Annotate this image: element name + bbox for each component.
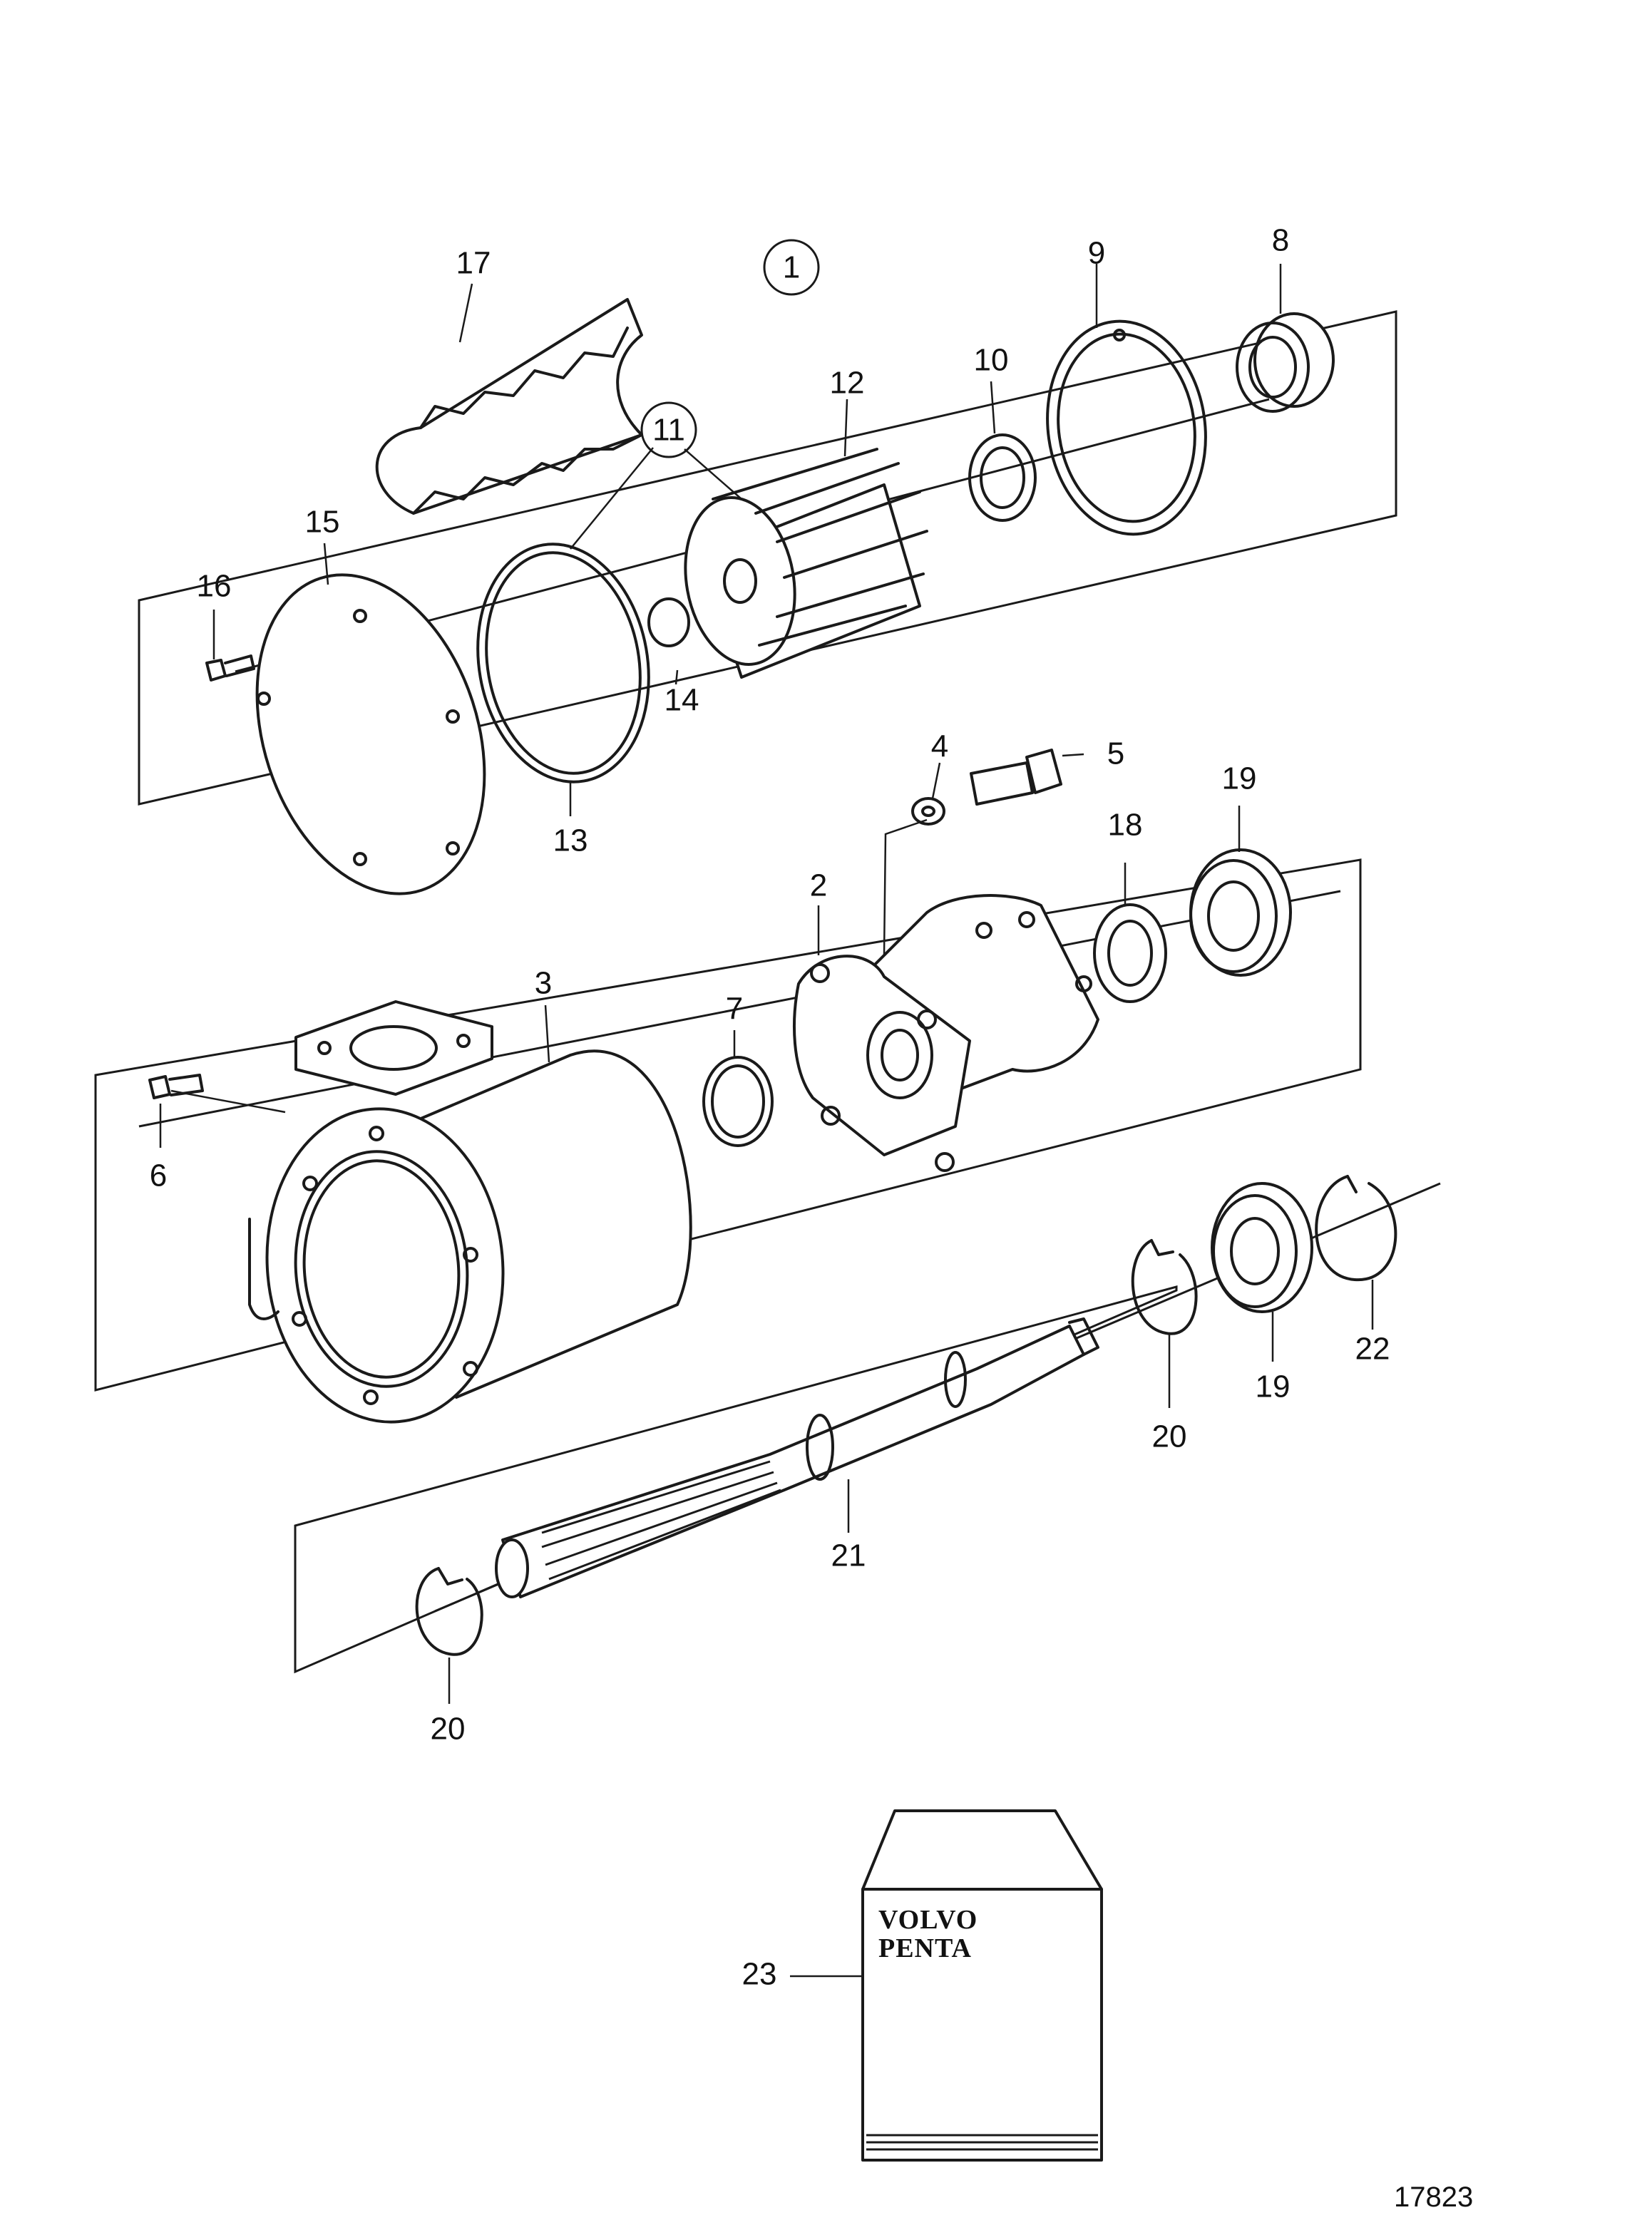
callout-17: 17 [456, 246, 491, 281]
frame-upper [138, 310, 1397, 806]
callout-3: 3 [535, 966, 552, 1001]
callout-9: 9 [1088, 236, 1105, 271]
callout-20-upper: 20 [1152, 1419, 1187, 1454]
part-9-gasket [1046, 319, 1207, 536]
callout-14: 14 [665, 683, 699, 718]
callout-23: 23 [742, 1957, 777, 1992]
part-3-pump-housing [248, 1000, 692, 1424]
part-14-plug [647, 597, 690, 647]
part-12-impeller [684, 448, 928, 679]
callout-11: 11 [652, 413, 685, 448]
part-23-kit-package: VOLVO PENTA [861, 1809, 1103, 2162]
callout-5: 5 [1107, 736, 1124, 771]
callout-6: 6 [150, 1158, 167, 1193]
callout-19-lower: 19 [1256, 1369, 1291, 1404]
part-10-ring [968, 433, 1037, 522]
part-19-bearing-upper [1189, 848, 1292, 977]
callout-16: 16 [197, 569, 232, 604]
part-16-screw [205, 654, 255, 682]
part-15-cover-plate [255, 573, 486, 895]
part-19-bearing-lower [1211, 1182, 1313, 1313]
logo-penta: PENTA [878, 1933, 972, 1963]
part-5-bolt [970, 749, 1062, 806]
callout-labels: 1 17 9 8 10 12 11 15 16 14 13 4 5 19 18 … [150, 223, 1390, 1992]
part-17-cover-shell [375, 298, 643, 515]
callout-1: 1 [783, 250, 800, 285]
callout-10: 10 [974, 343, 1009, 378]
part-2-pump-body [793, 894, 1099, 1172]
figure-number: 17823 [1394, 2182, 1473, 2213]
callout-22: 22 [1355, 1332, 1390, 1367]
part-18-seal [1093, 903, 1167, 1003]
callout-13: 13 [553, 823, 588, 858]
logo-volvo: VOLVO [878, 1905, 978, 1935]
part-20-circlip-upper [1131, 1239, 1198, 1335]
leader-lines [159, 264, 1374, 1978]
callout-15: 15 [305, 505, 340, 540]
callout-12: 12 [830, 366, 865, 401]
part-7-o-ring [702, 1056, 774, 1147]
part-13-o-ring [476, 543, 650, 783]
callout-circle-1 [763, 239, 820, 296]
part-4-washer [911, 797, 945, 826]
part-22-snap-ring [1315, 1175, 1397, 1282]
callout-19-upper: 19 [1222, 761, 1257, 796]
callout-7: 7 [726, 992, 743, 1027]
callout-21: 21 [831, 1538, 866, 1573]
part-21-shaft [495, 1317, 1099, 1598]
callout-20-lower: 20 [431, 1712, 466, 1747]
callout-circle-11 [640, 401, 697, 458]
callout-2: 2 [810, 868, 827, 903]
part-20-circlip-lower [415, 1567, 483, 1656]
part-8-seal [1236, 312, 1335, 413]
callout-4: 4 [931, 729, 948, 764]
callout-18: 18 [1108, 808, 1143, 843]
callout-8: 8 [1272, 223, 1289, 258]
